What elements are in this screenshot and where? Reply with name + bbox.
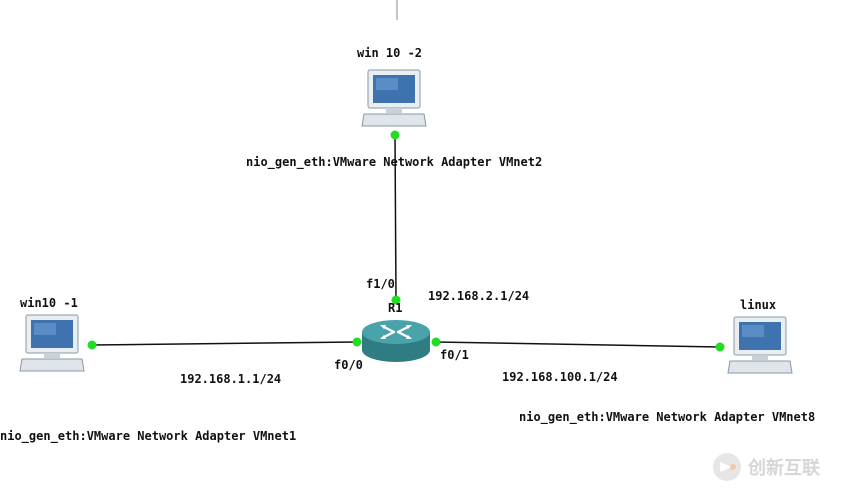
port-dot-win10-2 bbox=[390, 130, 400, 140]
port-dot-r1-f0-0 bbox=[352, 337, 362, 347]
adapter-label-vmnet8: nio_gen_eth:VMware Network Adapter VMnet… bbox=[519, 410, 816, 424]
iface-label-f1-0: f1/0 bbox=[366, 277, 395, 291]
port-dot-r1-f0-1 bbox=[431, 337, 441, 347]
port-dot-win10-1 bbox=[87, 340, 97, 350]
link-r1-win10-1[interactable] bbox=[91, 341, 358, 346]
node-label-win10-1: win10 -1 bbox=[20, 296, 78, 310]
link-r1-win10-2[interactable] bbox=[394, 134, 397, 301]
watermark: 创新互联 bbox=[712, 452, 820, 482]
iface-label-f0-1: f0/1 bbox=[440, 348, 469, 362]
ip-label-f1-0: 192.168.2.1/24 bbox=[428, 289, 530, 303]
node-label-r1: R1 bbox=[388, 301, 403, 315]
adapter-label-vmnet1: nio_gen_eth:VMware Network Adapter VMnet… bbox=[0, 429, 297, 443]
adapter-label-vmnet2: nio_gen_eth:VMware Network Adapter VMnet… bbox=[246, 155, 543, 169]
node-label-linux: linux bbox=[740, 298, 777, 312]
router-r1[interactable] bbox=[360, 318, 432, 366]
router-arrows-icon bbox=[382, 325, 410, 339]
watermark-text: 创新互联 bbox=[748, 458, 820, 479]
pc-win10-2[interactable] bbox=[360, 68, 428, 128]
iface-label-f0-0: f0/0 bbox=[334, 358, 363, 372]
ip-label-f0-0: 192.168.1.1/24 bbox=[180, 372, 282, 386]
pc-linux[interactable] bbox=[726, 315, 794, 375]
ip-label-f0-1: 192.168.100.1/24 bbox=[502, 370, 618, 384]
watermark-logo-icon bbox=[713, 453, 741, 481]
port-dot-r1-f1-0 bbox=[391, 295, 401, 305]
node-label-win10-2: win 10 -2 bbox=[357, 46, 423, 60]
pc-win10-1[interactable] bbox=[18, 313, 86, 373]
link-r1-linux[interactable] bbox=[435, 341, 721, 348]
port-dot-linux bbox=[715, 342, 725, 352]
